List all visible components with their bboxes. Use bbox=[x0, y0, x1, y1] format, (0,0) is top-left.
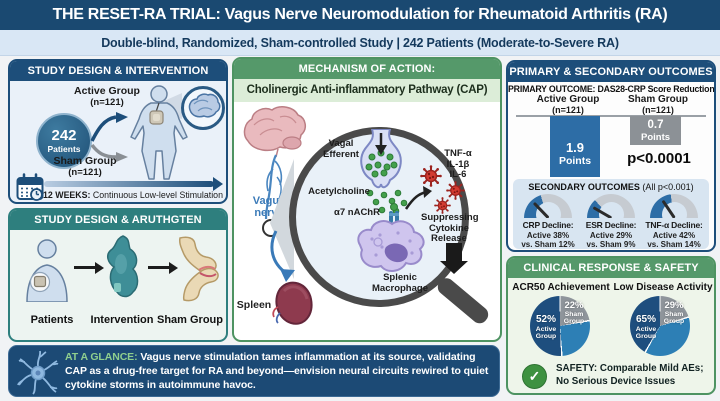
gauge-needle-icon bbox=[661, 199, 676, 218]
sham-group-label: Sham Group (n=121) bbox=[53, 155, 117, 178]
page-title: THE RESET-RA TRIAL: Vagus Nerve Neuromod… bbox=[52, 6, 668, 23]
panel-mechanism: MECHANISM OF ACTION: Cholinergic Anti-in… bbox=[232, 57, 502, 342]
vagus-to-spleen-arrow-icon bbox=[270, 230, 295, 282]
arm-label-intervention: Intervention bbox=[90, 314, 154, 326]
gauge-crp-label: CRP Decline: Active 38% vs. Sham 12% bbox=[521, 220, 575, 249]
secondary-outcomes-box: SECONDARY OUTCOMES (All p<0.001) CRP Dec… bbox=[513, 179, 709, 249]
primary-outcome-heading: PRIMARY OUTCOME: DAS28-CRP Score Reducti… bbox=[508, 84, 715, 94]
pie-acr50: 52% Active Group 22% Sham Group bbox=[530, 296, 590, 356]
panel-outcomes-title: PRIMARY & SECONDARY OUTCOMES bbox=[508, 62, 714, 82]
arm-label-patients: Patients bbox=[30, 314, 74, 326]
timeline-text: 12 WEEKS: Continuous Low-level Stimulati… bbox=[43, 190, 223, 202]
safety-text: SAFETY: Comparable Mild AEs; No Serious … bbox=[556, 363, 704, 387]
brain-vagus-icon bbox=[243, 106, 306, 220]
panel-mechanism-subtitle: Cholinergic Anti-inflammatory Pathway (C… bbox=[234, 79, 500, 102]
arm-label-sham: Sham Group bbox=[156, 314, 223, 326]
panel-clinical: CLINICAL RESPONSE & SAFETY ACR50 Achieve… bbox=[506, 256, 716, 395]
active-group-label: Active Group (n=121) bbox=[74, 85, 140, 108]
vagal-efferent-label: Vagal Efferent bbox=[323, 138, 359, 160]
outcome-active-header: Active Group (n=121) bbox=[536, 94, 600, 116]
gauge-esr-label: ESR Decline: Active 29% vs. Sham 9% bbox=[585, 220, 637, 249]
outcome-sham-header: Sham Group (n=121) bbox=[627, 94, 688, 116]
gauge-dial-icon bbox=[650, 194, 698, 218]
knee-joint-icon bbox=[179, 236, 219, 302]
calendar-icon bbox=[16, 173, 44, 201]
panel-mechanism-title: MECHANISM OF ACTION: bbox=[234, 59, 500, 79]
timeline-arrow-icon bbox=[44, 177, 223, 191]
at-a-glance-banner: AT A GLANCE: Vagus nerve stimulation tam… bbox=[8, 345, 500, 397]
suppressing-cytokine-label: Suppressing Cytokine Release bbox=[421, 212, 479, 245]
gauge-crp: CRP Decline: Active 38% vs. Sham 12% bbox=[517, 194, 579, 249]
splenic-macrophage-icon bbox=[357, 220, 425, 272]
gauge-needle-icon bbox=[592, 206, 612, 218]
active-bar: 1.9 Points bbox=[550, 116, 600, 177]
branch-arrows-icon bbox=[90, 112, 128, 162]
panel-study-design: STUDY DESIGN & INTERVENTION Active Group… bbox=[8, 59, 228, 204]
spleen-icon bbox=[272, 281, 313, 325]
p-value: p<0.0001 bbox=[627, 150, 691, 167]
page-subtitle: Double-blind, Randomized, Sham-controlle… bbox=[101, 35, 619, 50]
pie-lda-active-label: 65% Active Group bbox=[635, 314, 657, 340]
arrow-right-icon bbox=[74, 261, 104, 274]
panel-study-design-title: STUDY DESIGN & INTERVENTION bbox=[10, 61, 226, 81]
pie-acr50-title: ACR50 Achievement bbox=[512, 282, 610, 293]
brain-magnifier-icon bbox=[181, 86, 225, 130]
patient-bust-icon bbox=[26, 239, 68, 302]
macrophage-to-cytokine-arrow-icon bbox=[404, 186, 432, 210]
intervention-larynx-icon bbox=[106, 235, 139, 298]
title-bar: THE RESET-RA TRIAL: Vagus Nerve Neuromod… bbox=[0, 0, 720, 30]
pie-lda-sham-label: 29% Sham Group bbox=[663, 300, 685, 326]
subtitle-bar: Double-blind, Randomized, Sham-controlle… bbox=[0, 30, 720, 56]
gauge-dial-icon bbox=[587, 194, 635, 218]
pie-acr50-active-label: 52% Active Group bbox=[535, 314, 557, 340]
gauge-tnf: TNF-α Decline: Active 42% vs. Sham 14% bbox=[643, 194, 705, 249]
secondary-outcomes-heading: SECONDARY OUTCOMES (All p<0.001) bbox=[528, 182, 694, 192]
gauge-tnf-label: TNF-α Decline: Active 42% vs. Sham 14% bbox=[645, 220, 703, 249]
vagal-synapse-icon bbox=[360, 129, 402, 189]
acetylcholine-label: Acetylcholine bbox=[308, 186, 370, 197]
gauge-esr: ESR Decline: Active 29% vs. Sham 9% bbox=[580, 194, 642, 249]
arrow-right-icon bbox=[148, 261, 178, 274]
spleen-label: Spleen bbox=[236, 299, 272, 311]
pie-lda-title: Low Disease Activity bbox=[613, 282, 713, 293]
at-a-glance-text: AT A GLANCE: Vagus nerve stimulation tam… bbox=[65, 351, 489, 391]
cytokine-virus-icon bbox=[420, 165, 442, 187]
acetylcholine-dots-icon bbox=[366, 189, 408, 215]
baseline-rule bbox=[516, 115, 706, 117]
pie-acr50-sham-label: 22% Sham Group bbox=[563, 300, 585, 326]
suppression-down-arrow-icon bbox=[440, 243, 468, 274]
gauge-dial-icon bbox=[524, 194, 572, 218]
panel-study-arms: STUDY DESIGN & ARUTHGTEN Patients Interv… bbox=[8, 208, 228, 342]
patients-count-circle: 242 Patients bbox=[36, 113, 92, 169]
patient-figure-icon bbox=[130, 85, 188, 180]
safety-check-icon: ✓ bbox=[522, 364, 547, 389]
zoom-cone-icon bbox=[270, 159, 294, 279]
gauge-needle-icon bbox=[532, 201, 550, 218]
a7-nachr-label: α7 nAChR bbox=[334, 207, 380, 218]
splenic-macrophage-label: Splenic Macrophage bbox=[372, 272, 428, 294]
magnifier-handle-icon bbox=[434, 274, 492, 327]
panel-outcomes: PRIMARY & SECONDARY OUTCOMES PRIMARY OUT… bbox=[506, 60, 716, 252]
panel-clinical-title: CLINICAL RESPONSE & SAFETY bbox=[508, 258, 714, 278]
neuron-icon bbox=[17, 350, 59, 395]
sham-bar: 0.7 Points bbox=[630, 116, 681, 145]
a7-nachr-receptor-icon bbox=[389, 203, 399, 223]
panel-study-arms-title: STUDY DESIGN & ARUTHGTEN bbox=[10, 210, 226, 230]
pie-lda: 65% Active Group 29% Sham Group bbox=[630, 296, 690, 356]
cytokine-labels: TNF-α IL-1β IL-6 bbox=[444, 148, 472, 181]
